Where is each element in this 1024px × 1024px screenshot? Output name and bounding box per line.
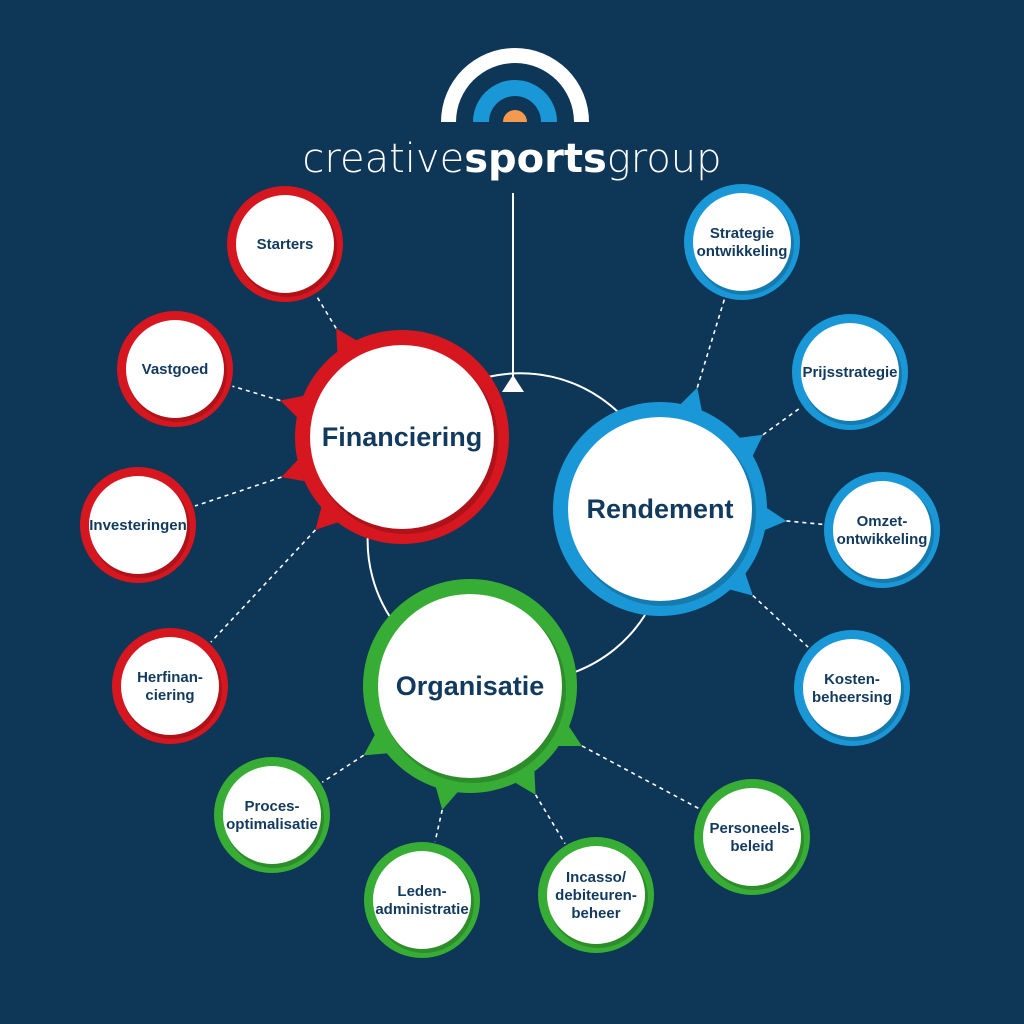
satellite-label-line: Strategie	[710, 225, 774, 242]
logo-connector-arrow	[502, 375, 524, 392]
hub-organisatie-label: Organisatie	[396, 671, 545, 701]
satellite-kosten-beheersing-label: Kosten-beheersing	[812, 671, 892, 706]
satellite-label-line: ontwikkeling	[837, 531, 928, 548]
hub-financiering-label: Financiering	[322, 422, 483, 452]
satellite-label-line: Incasso/	[566, 869, 627, 886]
satellite-strategie-ontwikkeling-disc	[693, 193, 791, 291]
satellite-investeringen-label: Investeringen	[89, 517, 187, 534]
satellite-label-line: Kosten-	[824, 671, 880, 688]
hub-financiering-pointer-4	[315, 502, 343, 530]
satellite-investeringen: Investeringen	[80, 467, 196, 583]
satellite-vastgoed-disc	[126, 320, 224, 418]
satellite-label-line: Investeringen	[89, 517, 187, 534]
satellite-label-line: optimalisatie	[226, 816, 318, 833]
satellite-label-line: Starters	[257, 236, 314, 253]
satellite-personeels-beleid-label: Personeels-beleid	[709, 820, 794, 855]
satellite-leden-administratie: Leden-administratie	[364, 842, 480, 958]
satellite-personeels-beleid-disc	[703, 788, 801, 886]
satellite-proces-optimalisatie: Proces-optimalisatie	[214, 757, 330, 873]
satellite-proces-optimalisatie-disc	[223, 766, 321, 864]
satellite-incasso-debiteuren-beheer-label: Incasso/debiteuren-beheer	[555, 869, 637, 922]
satellite-circles: StartersVastgoedInvesteringenHerfinan-ci…	[80, 184, 940, 958]
satellite-incasso-debiteuren-beheer: Incasso/debiteuren-beheer	[538, 837, 654, 953]
satellite-prijsstrategie: Prijsstrategie	[792, 314, 908, 430]
arc-target-logo-icon	[441, 48, 589, 122]
satellite-connectors	[194, 294, 823, 845]
satellite-omzet-ontwikkeling-label: Omzet-ontwikkeling	[837, 513, 928, 548]
connector-organisatie-4	[581, 745, 700, 810]
satellite-label-line: ciering	[145, 687, 194, 704]
connector-financiering-1	[315, 294, 337, 329]
connector-organisatie-1	[321, 754, 365, 783]
satellite-starters: Starters	[227, 186, 343, 302]
satellite-label-line: ontwikkeling	[697, 243, 788, 260]
satellite-label-line: debiteuren-	[555, 887, 637, 904]
satellite-label-line: Leden-	[397, 883, 446, 900]
satellite-label-line: Personeels-	[709, 820, 794, 837]
satellite-label-line: Prijsstrategie	[802, 364, 897, 381]
satellite-proces-optimalisatie-label: Proces-optimalisatie	[226, 798, 318, 833]
brand-part3: group	[607, 136, 722, 182]
connector-organisatie-2	[434, 809, 443, 842]
satellite-vastgoed-label: Vastgoed	[142, 361, 209, 378]
hub-rendement-pointer-4	[725, 568, 753, 596]
hub-rendement-disc	[568, 417, 752, 601]
satellite-herfinan-ciering-label: Herfinan-ciering	[137, 669, 203, 704]
brand-logo: creativesportsgroup	[302, 48, 722, 392]
satellite-label-line: Proces-	[244, 798, 299, 815]
satellite-label-line: Omzet-	[857, 513, 908, 530]
satellite-prijsstrategie-disc	[801, 323, 899, 421]
connector-organisatie-3	[534, 794, 566, 845]
satellite-label-line: beheer	[571, 905, 620, 922]
connector-rendement-3	[786, 520, 823, 526]
satellite-herfinan-ciering-disc	[121, 637, 219, 735]
hub-financiering-disc	[310, 345, 494, 529]
satellite-omzet-ontwikkeling: Omzet-ontwikkeling	[824, 472, 940, 588]
satellite-label-line: beheersing	[812, 689, 892, 706]
satellite-kosten-beheersing: Kosten-beheersing	[794, 630, 910, 746]
hub-rendement-label: Rendement	[586, 494, 733, 524]
satellite-omzet-ontwikkeling-disc	[833, 481, 931, 579]
satellite-vastgoed: Vastgoed	[117, 311, 233, 427]
connector-financiering-4	[210, 529, 317, 643]
satellite-herfinan-ciering: Herfinan-ciering	[112, 628, 228, 744]
satellite-personeels-beleid: Personeels-beleid	[694, 779, 810, 895]
hub-organisatie: Organisatie	[363, 579, 582, 810]
satellite-investeringen-disc	[89, 476, 187, 574]
satellite-label-line: beleid	[730, 838, 773, 855]
satellite-label-line: Herfinan-	[137, 669, 203, 686]
satellite-leden-administratie-label: Leden-administratie	[375, 883, 468, 918]
satellite-starters-disc	[236, 195, 334, 293]
hub-financiering: Financiering	[280, 328, 509, 544]
connector-financiering-2	[232, 385, 281, 402]
satellite-starters-label: Starters	[257, 236, 314, 253]
satellite-prijsstrategie-label: Prijsstrategie	[802, 364, 897, 381]
satellite-label-line: Vastgoed	[142, 361, 209, 378]
brand-part1: creative	[302, 136, 464, 182]
brand-part2: sports	[464, 136, 607, 182]
satellite-incasso-debiteuren-beheer-disc	[547, 846, 645, 944]
satellite-kosten-beheersing-disc	[803, 639, 901, 737]
satellite-label-line: administratie	[375, 901, 468, 918]
brand-wordmark: creativesportsgroup	[302, 136, 721, 182]
satellite-leden-administratie-disc	[373, 851, 471, 949]
hub-rendement: Rendement	[553, 387, 787, 616]
hub-organisatie-disc	[378, 594, 562, 778]
